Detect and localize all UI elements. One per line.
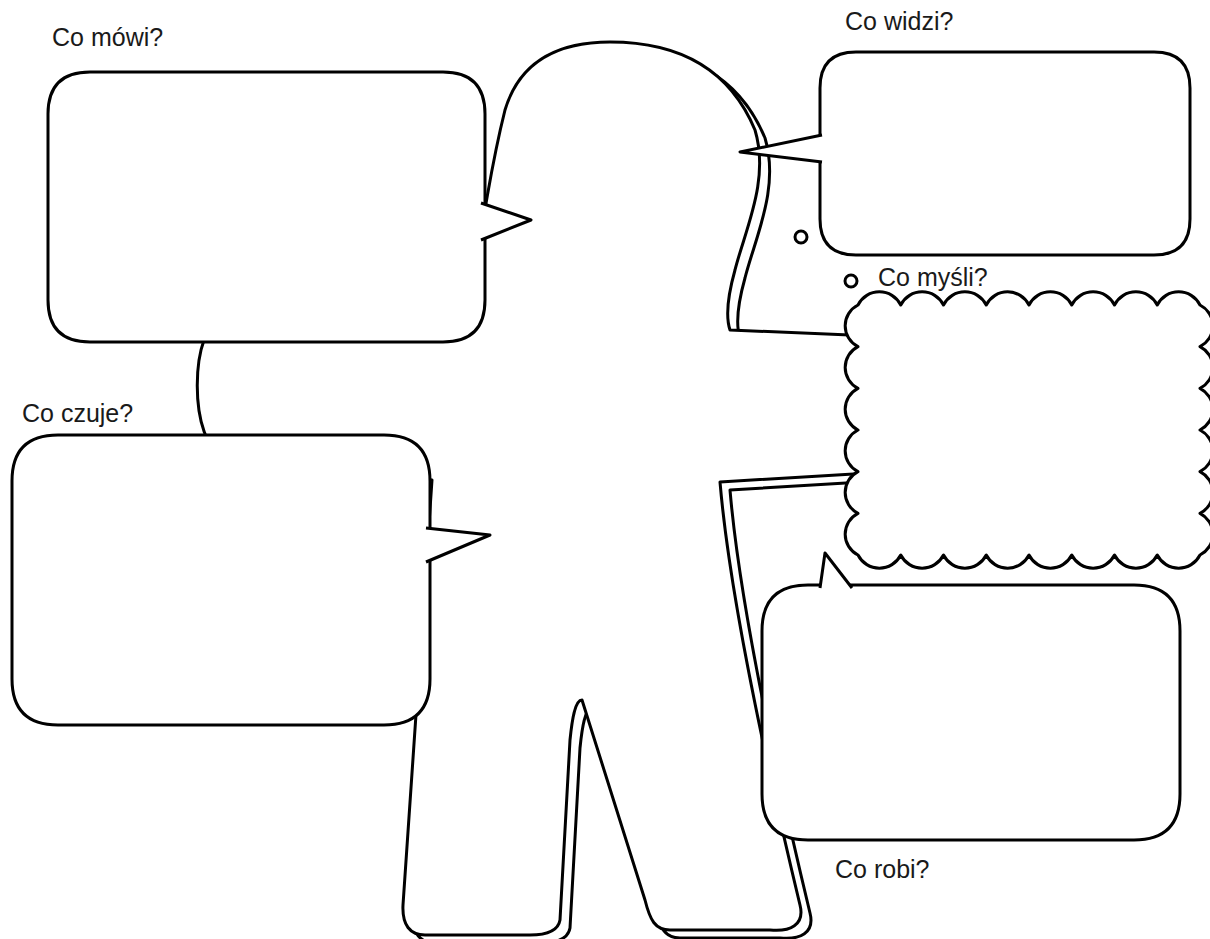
cloud-outline (845, 292, 1210, 568)
thought-bubble: Co myśli? (858, 305, 1200, 555)
bubble-tail (740, 135, 822, 162)
speech-bubble: Co czuje? (12, 435, 430, 725)
bubble-heading: Co mówi? (52, 22, 163, 52)
bubble-body (48, 72, 485, 342)
bubble-outline (820, 52, 1190, 255)
bubble-tail (481, 203, 531, 240)
bubble-shape (845, 292, 1210, 568)
bubble-outline (12, 435, 430, 725)
bubble-shape (740, 52, 1190, 255)
bubble-shape (48, 72, 531, 342)
bubble-shape (12, 435, 490, 725)
thought-dot (795, 231, 807, 243)
bubble-heading: Co czuje? (22, 398, 133, 428)
speech-bubble: Co widzi? (820, 52, 1190, 255)
bubble-shape (762, 553, 1180, 840)
bubble-tail (426, 528, 490, 562)
bubble-body (762, 585, 1180, 840)
bubble-outline (858, 305, 1200, 555)
thought-dot (845, 275, 857, 287)
speech-bubble: Co robi? (762, 585, 1180, 840)
bubble-heading: Co widzi? (845, 6, 953, 36)
speech-bubble: Co mówi? (48, 72, 485, 342)
bubble-heading: Co myśli? (878, 262, 988, 292)
bubble-body (12, 435, 430, 725)
bubble-outline (48, 72, 485, 342)
bubble-outline (762, 585, 1180, 840)
bubble-heading: Co robi? (835, 854, 930, 884)
bubble-tail (820, 553, 852, 588)
bubble-body (820, 52, 1190, 255)
